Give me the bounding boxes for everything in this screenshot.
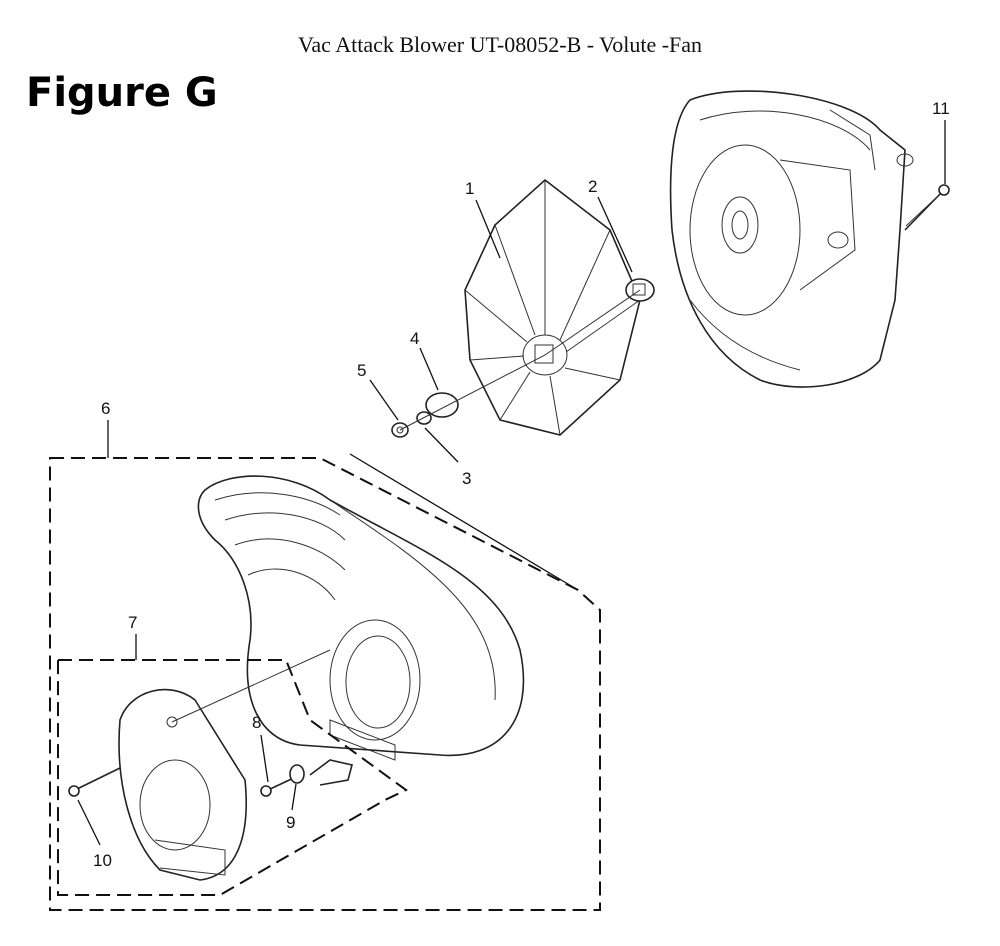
housing-screw	[904, 184, 950, 231]
figure-label: Figure G	[26, 70, 218, 116]
callout-10: 10	[93, 851, 112, 870]
cover-screw	[68, 767, 121, 797]
callout-8: 8	[252, 713, 261, 732]
callout-9: 9	[286, 813, 295, 832]
callout-5: 5	[357, 361, 366, 380]
wire-clip	[309, 759, 353, 786]
callout-11: 11	[932, 99, 950, 118]
group-boundary-6	[49, 457, 601, 911]
clip-washer	[289, 764, 305, 784]
group-boundary-7	[57, 659, 408, 896]
callout-6: 6	[101, 399, 110, 418]
callout-1: 1	[465, 179, 474, 198]
volute-housing	[197, 475, 525, 761]
callout-2: 2	[588, 177, 597, 196]
callout-3: 3	[462, 469, 471, 488]
motor-housing	[669, 90, 914, 388]
volute-cover	[118, 649, 331, 881]
callout-7: 7	[128, 613, 137, 632]
fan-impeller	[464, 178, 641, 436]
assembly-axis-line	[399, 289, 641, 431]
page-title: Vac Attack Blower UT-08052-B - Volute -F…	[297, 32, 703, 57]
washer	[425, 392, 459, 418]
callout-4: 4	[410, 329, 419, 348]
leader-lines	[77, 120, 946, 846]
